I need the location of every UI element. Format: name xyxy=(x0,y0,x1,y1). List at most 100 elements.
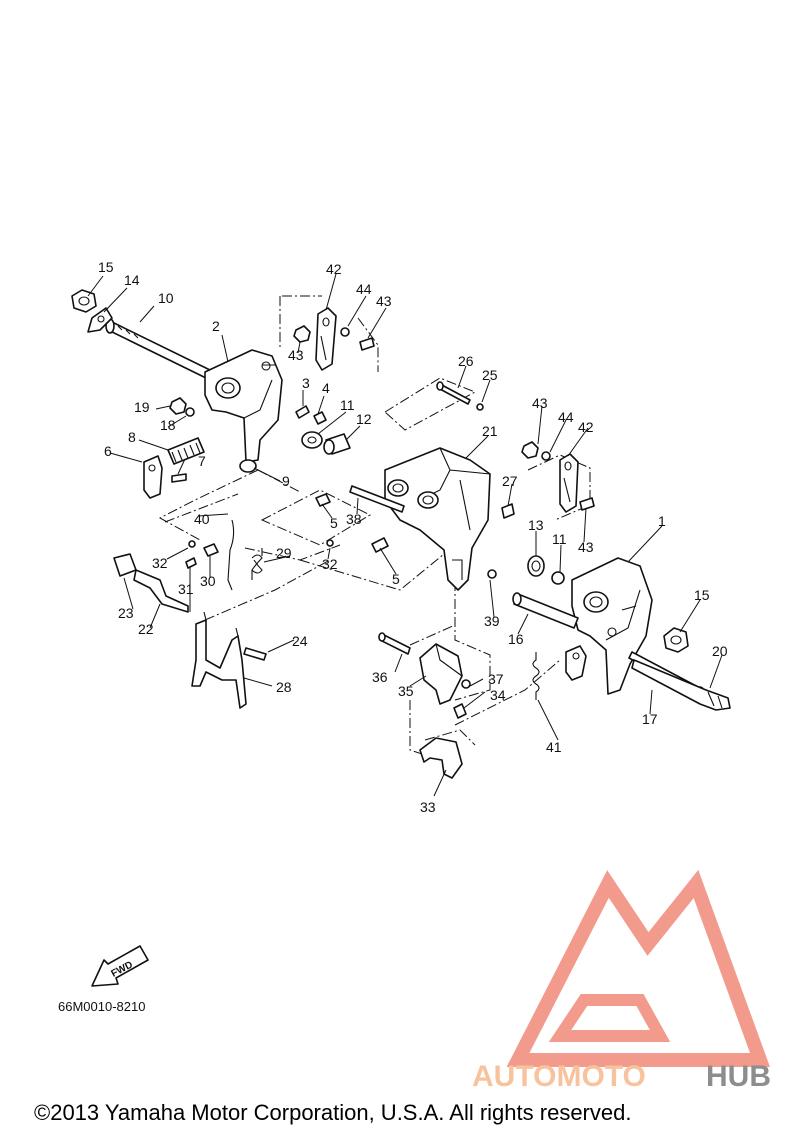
part-32-clip-right xyxy=(326,539,334,547)
part-3-bolt xyxy=(295,405,310,419)
callout-16: 16 xyxy=(508,631,524,647)
part-19-nut xyxy=(169,397,187,415)
callout-12: 12 xyxy=(356,411,372,427)
part-21-swivel-bracket xyxy=(384,447,491,591)
logo-word-auto: AUTOMOTO xyxy=(472,1060,646,1093)
part-7-screw xyxy=(171,473,187,483)
diagram-code: 66M0010-8210 xyxy=(58,999,146,1014)
callout-20: 20 xyxy=(712,643,728,659)
part-36-bolt xyxy=(378,632,411,655)
part-23-grip xyxy=(113,553,137,577)
part-13-bushing xyxy=(527,555,545,577)
callout-5-upper: 5 xyxy=(330,515,338,531)
logo-word-hub: HUB xyxy=(706,1060,771,1093)
callout-33: 33 xyxy=(420,799,436,815)
callout-5-lower: 5 xyxy=(392,571,400,587)
callout-28: 28 xyxy=(276,679,292,695)
part-40-rod xyxy=(227,519,235,591)
copyright-notice: ©2013 Yamaha Motor Corporation, U.S.A. A… xyxy=(34,1100,632,1125)
part-24-pin xyxy=(243,647,267,661)
part-31-pin xyxy=(185,557,197,569)
callout-44-right: 44 xyxy=(558,409,574,425)
part-26-pin xyxy=(436,381,471,405)
callout-26: 26 xyxy=(458,353,474,369)
callout-27: 27 xyxy=(502,473,518,489)
part-2-clamp-bracket-left xyxy=(204,349,283,463)
part-15-nut-right xyxy=(663,627,689,653)
callout-30: 30 xyxy=(200,573,216,589)
callout-35: 35 xyxy=(398,683,414,699)
part-22-lever-rod xyxy=(133,569,189,613)
part-8-spring xyxy=(167,437,205,465)
part-14-lock-plate xyxy=(87,307,113,333)
callout-32-right: 32 xyxy=(322,556,338,572)
automotohub-logo: AUTOMOTO HUB xyxy=(472,869,771,1093)
part-32-clip-left xyxy=(188,540,196,548)
part-37-clip xyxy=(461,679,471,689)
part-9-collar xyxy=(239,459,257,473)
part-41-spring xyxy=(532,652,540,700)
part-38-bolt xyxy=(349,485,405,513)
callout-labels: 15 14 10 2 42 44 43 43 3 4 11 12 19 18 8… xyxy=(98,259,728,815)
part-6-lever-right xyxy=(565,645,587,681)
callout-7: 7 xyxy=(198,453,206,469)
part-43-nut-right xyxy=(521,441,539,459)
callout-13: 13 xyxy=(528,517,544,533)
part-33-stopper xyxy=(419,737,463,779)
part-25-clip xyxy=(476,403,484,411)
callout-39: 39 xyxy=(484,613,500,629)
part-5-screw-lower xyxy=(371,537,389,553)
part-34-spring-pin xyxy=(453,703,467,719)
part-1-clamp-bracket-right xyxy=(571,557,653,695)
part-42-link-upper xyxy=(315,307,337,371)
callout-6: 6 xyxy=(104,443,112,459)
part-4-screw xyxy=(313,411,327,425)
part-10-through-bolt xyxy=(105,318,211,379)
callout-11-left: 11 xyxy=(340,397,355,413)
callout-22: 22 xyxy=(138,621,154,637)
part-5-screw-upper xyxy=(315,493,331,507)
callout-44-upper: 44 xyxy=(356,281,372,297)
callout-15-right: 15 xyxy=(694,587,710,603)
callout-18: 18 xyxy=(160,417,176,433)
callout-43-upper-left: 43 xyxy=(288,347,304,363)
callout-43-right-bottom: 43 xyxy=(578,539,594,555)
part-15-nut-left xyxy=(71,289,97,313)
part-39-clip xyxy=(487,569,497,579)
part-43-bolt-upper xyxy=(359,337,375,351)
callout-43-right-top: 43 xyxy=(532,395,548,411)
callout-24: 24 xyxy=(292,633,308,649)
part-6-lever xyxy=(143,455,163,499)
part-27-screw xyxy=(501,503,515,519)
callout-40: 40 xyxy=(194,511,210,527)
part-42-link-right xyxy=(559,453,579,513)
callout-41: 41 xyxy=(546,739,562,755)
callout-37: 37 xyxy=(488,671,504,687)
callout-32-left: 32 xyxy=(152,555,168,571)
callout-29: 29 xyxy=(276,545,292,561)
callout-10: 10 xyxy=(158,290,174,306)
part-30-clip xyxy=(203,543,219,557)
part-16-shaft xyxy=(512,592,579,629)
callout-42-upper: 42 xyxy=(326,261,342,277)
callout-8: 8 xyxy=(128,429,136,445)
part-43-nut-upper-left xyxy=(293,325,311,343)
callout-19: 19 xyxy=(134,399,150,415)
callout-1: 1 xyxy=(658,513,666,529)
callout-34: 34 xyxy=(490,687,506,703)
callout-43-upper-right: 43 xyxy=(376,293,392,309)
part-12-bushing xyxy=(323,433,351,455)
callout-2: 2 xyxy=(212,318,220,334)
part-44-washer-upper xyxy=(340,327,350,337)
callout-31: 31 xyxy=(178,581,194,597)
assembly-guide-lines xyxy=(158,295,591,761)
part-29-spring xyxy=(251,548,263,580)
callout-23: 23 xyxy=(118,605,134,621)
callout-15-left: 15 xyxy=(98,259,114,275)
callout-25: 25 xyxy=(482,367,498,383)
callout-3: 3 xyxy=(302,375,310,391)
part-35-bracket xyxy=(419,643,463,705)
part-11-washer-left xyxy=(301,431,323,449)
callout-38: 38 xyxy=(346,511,362,527)
